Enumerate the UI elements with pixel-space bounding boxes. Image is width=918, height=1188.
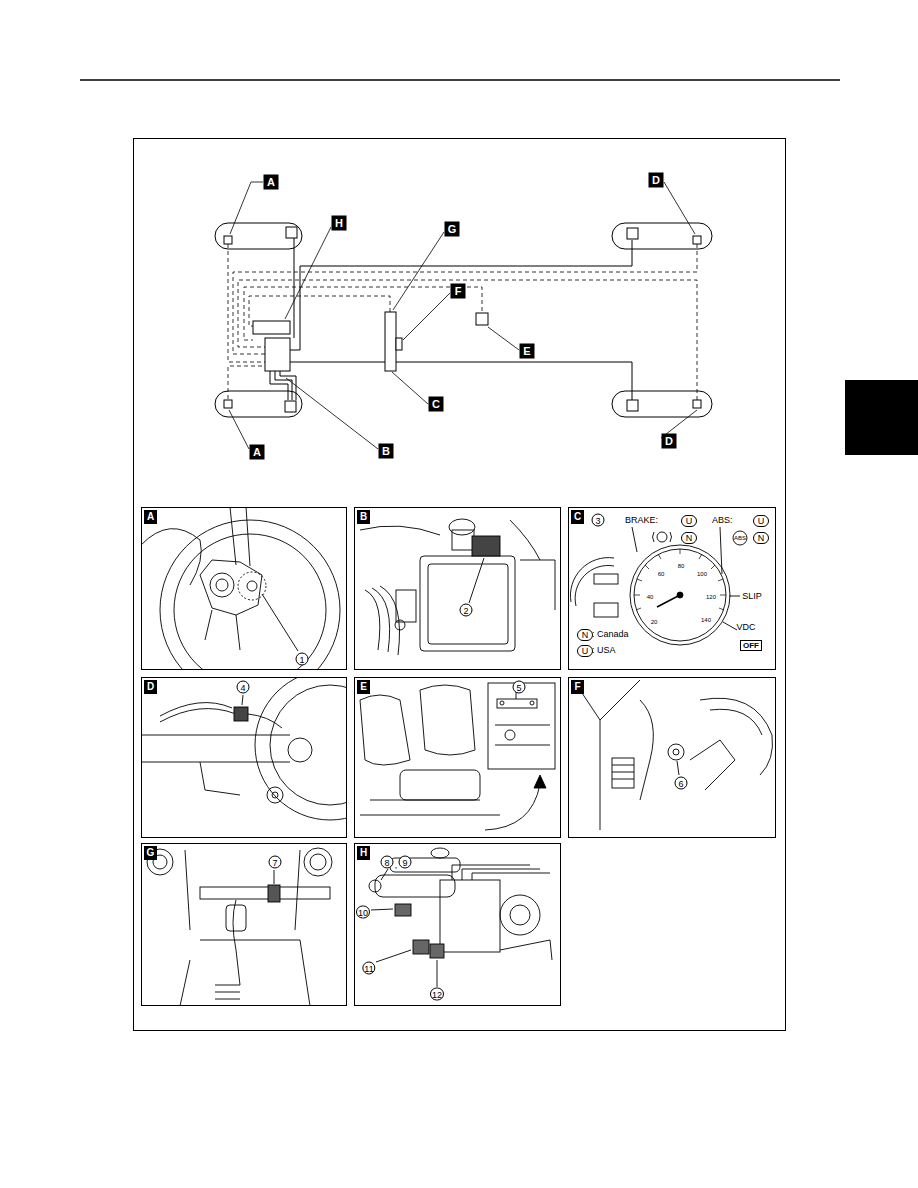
view-letter: D bbox=[144, 680, 157, 694]
gauge-number: 100 bbox=[697, 571, 707, 578]
callout-letter: D bbox=[649, 173, 664, 188]
view-panel: B bbox=[354, 507, 561, 670]
callout-letter: E bbox=[520, 344, 535, 359]
rear-wheel-view bbox=[141, 677, 347, 820]
gauge-number: 140 bbox=[701, 617, 711, 624]
region-oval: U bbox=[753, 515, 769, 527]
page-frame bbox=[80, 80, 918, 1031]
view-letter: G bbox=[144, 846, 157, 860]
region-oval: U bbox=[681, 515, 697, 527]
callout-letter: A bbox=[264, 175, 279, 190]
console-view bbox=[360, 683, 555, 830]
view-panel: D bbox=[141, 677, 347, 838]
callout-number: 10 bbox=[356, 906, 370, 919]
view-letter: H bbox=[357, 846, 370, 860]
engine-room-view bbox=[360, 519, 555, 655]
view-panel: A bbox=[141, 507, 347, 670]
callout-number: 12 bbox=[430, 988, 444, 1001]
view-letter: E bbox=[357, 680, 370, 694]
region-oval: U bbox=[577, 645, 593, 657]
view-letter: A bbox=[144, 510, 157, 524]
callout-number: 11 bbox=[362, 962, 375, 975]
callout-number: 4 bbox=[237, 681, 250, 694]
actuator-view bbox=[369, 848, 552, 987]
region-oval: N bbox=[681, 532, 697, 544]
indicator-label: VDC bbox=[736, 622, 755, 632]
view-letter: B bbox=[357, 510, 370, 524]
callout-letter: A bbox=[250, 445, 265, 460]
region-oval: N bbox=[753, 532, 769, 544]
center-console-view bbox=[147, 848, 332, 1006]
callout-number: 6 bbox=[675, 777, 688, 790]
symbol-text: ABS bbox=[734, 535, 746, 541]
view-panel: E bbox=[354, 677, 561, 838]
view-letter: C bbox=[571, 510, 584, 524]
callout-number: 5 bbox=[513, 681, 526, 694]
meter-view bbox=[570, 527, 747, 645]
front-wheel-view bbox=[141, 507, 340, 670]
gauge-number: 120 bbox=[706, 594, 716, 601]
indicator-label: ABS: bbox=[712, 515, 733, 525]
view-letter: F bbox=[571, 680, 584, 694]
region-letter: OFF bbox=[743, 641, 759, 650]
region-oval: N bbox=[577, 629, 593, 641]
gauge-number: 20 bbox=[651, 619, 658, 626]
callout-letter: F bbox=[451, 284, 466, 299]
gauge-number: 40 bbox=[647, 594, 654, 601]
gauge-number: 80 bbox=[678, 563, 685, 570]
indicator-label: , bbox=[395, 860, 398, 870]
region-letter: N bbox=[685, 533, 693, 543]
indicator-label: SLIP bbox=[742, 591, 762, 601]
gauge-number: 60 bbox=[658, 571, 665, 578]
callout-letter: B bbox=[379, 444, 394, 459]
view-panel: F bbox=[568, 677, 776, 838]
vehicle-layout bbox=[215, 182, 712, 449]
indicator-label: : Canada bbox=[592, 629, 629, 639]
callout-number: 9 bbox=[399, 856, 412, 869]
indicator-box: OFF bbox=[740, 640, 762, 651]
callout-number: 8 bbox=[381, 856, 394, 869]
region-letter: U bbox=[757, 516, 765, 526]
region-letter: N bbox=[757, 533, 765, 543]
callout-letter: G bbox=[445, 222, 460, 237]
region-letter: U bbox=[685, 516, 693, 526]
callout-number: 1 bbox=[296, 653, 309, 666]
callout-letter: C bbox=[429, 397, 444, 412]
callout-number: 2 bbox=[460, 604, 473, 617]
region-letter: N bbox=[581, 630, 589, 640]
view-panel: G bbox=[141, 843, 347, 1006]
callout-number: 7 bbox=[269, 856, 282, 869]
steering-view bbox=[580, 680, 773, 830]
indicator-label: : USA bbox=[592, 645, 616, 655]
callout-letter: H bbox=[332, 216, 347, 231]
callout-letter: D bbox=[662, 434, 677, 449]
callout-number: 3 bbox=[592, 514, 605, 527]
indicator-label: BRAKE: bbox=[625, 515, 658, 525]
region-letter: U bbox=[581, 646, 589, 656]
